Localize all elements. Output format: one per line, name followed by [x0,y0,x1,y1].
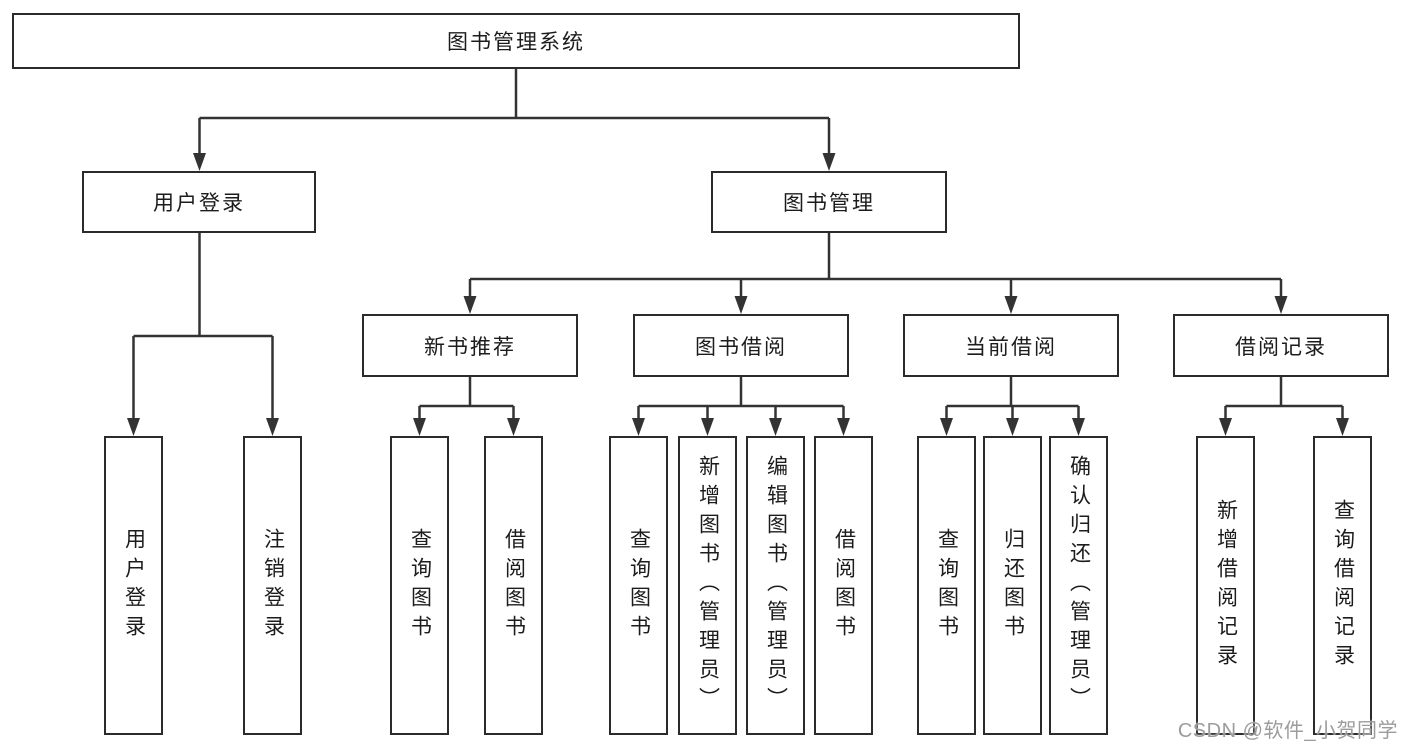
leaf-current-query-books: 查询图书 [917,436,976,735]
csdn-watermark: CSDN @软件_小贺同学 [1177,720,1398,742]
leaf-query-borrow-record: 查询借阅记录 [1313,436,1372,735]
node-book-borrow: 图书借阅 [633,314,849,377]
node-new-book-recommend-label: 新书推荐 [424,335,516,359]
leaf-user-login: 用户登录 [104,436,163,735]
leaf-logout: 注销登录 [243,436,302,735]
leaf-newbook-borrow-books-label: 借阅图书 [502,527,526,644]
arrowhead [507,418,520,436]
leaf-newbook-borrow-books: 借阅图书 [484,436,543,735]
arrowhead [1336,418,1349,436]
leaf-add-borrow-record: 新增借阅记录 [1196,436,1255,735]
leaf-edit-books-admin: 编辑图书（管理员） [746,436,805,735]
edge-newbook-to-leaves [418,377,515,421]
leaf-logout-label: 注销登录 [261,527,285,644]
leaf-newbook-query-books-label: 查询图书 [408,527,432,644]
node-book-management-label: 图书管理 [783,192,875,215]
leaf-borrow-books: 借阅图书 [814,436,873,735]
node-book-management: 图书管理 [711,171,947,233]
leaf-edit-books-admin-label: 编辑图书（管理员） [764,455,788,716]
edge-bookborrow-to-leaves [637,377,845,421]
node-user-login-label: 用户登录 [153,192,245,215]
arrowhead [822,153,836,171]
leaf-query-borrow-record-label: 查询借阅记录 [1331,498,1355,673]
edge-bookmgmt-to-level3 [468,233,1283,299]
node-borrow-records-label: 借阅记录 [1235,335,1327,359]
arrowhead [1072,418,1085,436]
leaf-user-login-label: 用户登录 [122,527,146,644]
arrowhead [266,418,279,436]
arrowhead [1004,296,1018,314]
arrowhead [193,153,206,171]
arrowhead [413,418,426,436]
edge-currentborrow-to-leaves [945,377,1080,421]
arrowhead [1219,418,1232,436]
node-book-borrow-label: 图书借阅 [695,335,787,359]
arrowhead [837,418,850,436]
arrowheads [127,153,1349,436]
edge-userlogin-to-leaves [132,233,274,421]
node-borrow-records: 借阅记录 [1173,314,1389,377]
leaf-confirm-return-admin-label: 确认归还（管理员） [1067,455,1091,716]
edge-borrowrecords-to-leaves [1224,377,1344,421]
leaf-add-books-admin: 新增图书（管理员） [678,436,737,735]
node-new-book-recommend: 新书推荐 [362,314,578,377]
node-root-system: 图书管理系统 [12,13,1020,69]
node-root-label: 图书管理系统 [447,31,585,54]
leaf-current-query-books-label: 查询图书 [935,527,959,644]
node-current-borrow-label: 当前借阅 [965,335,1057,359]
leaf-borrow-query-books-label: 查询图书 [627,527,651,644]
leaf-return-books: 归还图书 [983,436,1042,735]
arrowhead [1274,296,1288,314]
leaf-return-books-label: 归还图书 [1001,527,1025,644]
arrowhead [632,418,645,436]
arrowhead [127,418,140,436]
arrowhead [463,296,477,314]
node-current-borrow: 当前借阅 [903,314,1119,377]
leaf-confirm-return-admin: 确认归还（管理员） [1049,436,1108,735]
arrowhead [1006,418,1019,436]
leaf-borrow-query-books: 查询图书 [609,436,668,735]
leaf-borrow-books-label: 借阅图书 [832,527,856,644]
edge-root-to-level2 [198,69,831,156]
arrowhead [701,418,714,436]
arrowhead [769,418,782,436]
leaf-add-books-admin-label: 新增图书（管理员） [696,455,720,716]
arrowhead [940,418,953,436]
node-user-login: 用户登录 [82,171,316,233]
arrowhead [734,296,748,314]
leaf-newbook-query-books: 查询图书 [390,436,449,735]
leaf-add-borrow-record-label: 新增借阅记录 [1214,498,1238,673]
